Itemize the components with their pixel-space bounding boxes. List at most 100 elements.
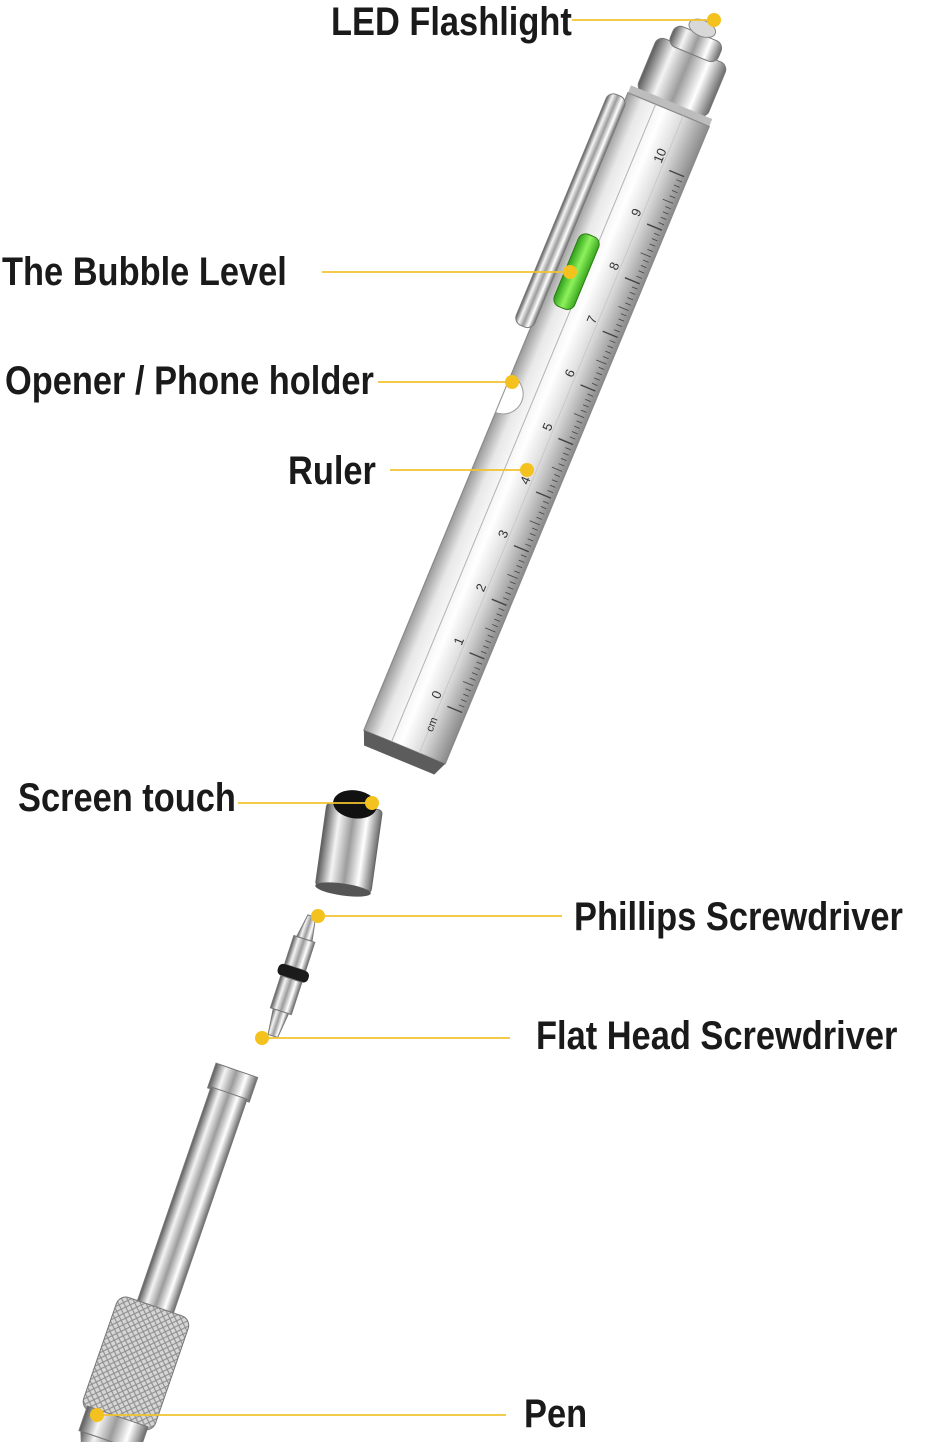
ruler-tick	[624, 277, 640, 285]
ruler-tick	[460, 699, 467, 703]
label-screen-touch: Screen touch	[18, 776, 236, 820]
ruler-tick	[483, 645, 489, 649]
ruler-tick	[529, 532, 536, 537]
ruler-tick	[525, 543, 532, 547]
ruler-tick	[614, 329, 620, 333]
ruler-tick	[671, 190, 678, 194]
ruler-tick	[616, 323, 623, 328]
ruler-tick	[618, 318, 625, 322]
ruler-tick	[598, 366, 605, 370]
ruler-tick	[476, 661, 483, 665]
ruler-tick	[463, 693, 469, 697]
ruler-tick	[485, 627, 496, 633]
ruler-tick	[658, 222, 665, 226]
ruler-tick	[509, 581, 516, 585]
ruler-tick	[582, 404, 589, 408]
ruler-tick	[487, 634, 494, 638]
ruler-tick	[651, 238, 658, 242]
ruler-tick	[629, 291, 636, 295]
label-ruler: Ruler	[288, 449, 376, 493]
ruler-tick	[569, 436, 576, 440]
leader-dot-flat-head-screwdriver	[255, 1031, 269, 1045]
ruler-tick	[474, 666, 481, 670]
ruler-tick	[605, 350, 612, 354]
ruler-tick	[574, 425, 580, 429]
ruler-tick	[447, 705, 463, 714]
label-bubble-level: The Bubble Level	[2, 250, 287, 294]
ruler-tick	[636, 275, 643, 279]
ruler-tick	[527, 538, 534, 542]
ruler-tick	[543, 500, 549, 504]
ruler-tick	[498, 607, 505, 612]
ruler-tick	[627, 297, 634, 301]
ruler-tick	[518, 559, 525, 563]
ruler-tick	[491, 598, 507, 606]
ruler-tick	[580, 409, 587, 413]
ruler-tick	[631, 286, 638, 290]
ruler-tick	[551, 479, 558, 483]
leader-dot-opener-phone-holder	[505, 375, 519, 389]
ruler-tick	[662, 198, 674, 204]
ruler-tick	[465, 688, 472, 692]
ruler-tick	[609, 340, 616, 344]
ruler-tick	[560, 457, 567, 461]
ruler-tick	[480, 650, 487, 654]
ruler-tick	[491, 624, 498, 628]
ruler-tick	[585, 399, 592, 403]
ruler-tick	[576, 420, 583, 424]
ruler-tick	[507, 586, 514, 590]
leader-lines	[90, 13, 721, 1422]
ruler-tick	[536, 516, 543, 520]
ruler-tick	[503, 597, 509, 601]
ruler-tick	[587, 393, 594, 397]
ruler-number: 10	[650, 146, 669, 165]
ruler-tick	[507, 573, 518, 579]
ruler-tick	[625, 302, 631, 306]
ruler-tick	[638, 270, 645, 274]
ruler-tick	[653, 232, 660, 236]
label-led-flashlight: LED Flashlight	[331, 0, 572, 44]
ruler-tick	[662, 211, 669, 215]
ruler-tick	[594, 377, 600, 381]
ruler-tick	[505, 591, 512, 595]
ruler-tick	[458, 704, 465, 708]
ruler-tick	[669, 169, 685, 178]
ruler-tick	[602, 356, 609, 360]
ruler-tick	[496, 613, 503, 617]
ruler-tick	[531, 527, 538, 531]
ruler-tick	[646, 223, 663, 231]
ruler-tick	[558, 437, 574, 446]
label-phillips-screwdriver: Phillips Screwdriver	[574, 895, 903, 939]
ruler-tick	[535, 491, 552, 499]
leader-dot-led-flashlight	[707, 13, 721, 27]
leader-dot-bubble-level	[563, 265, 577, 279]
ruler-tick	[554, 474, 560, 478]
ruler-tick	[660, 216, 667, 220]
leader-dot-ruler	[520, 463, 534, 477]
ruler-tick	[513, 544, 530, 553]
ruler-tick	[520, 554, 527, 558]
pen-shaft	[363, 91, 711, 765]
ruler-tick	[591, 382, 598, 386]
ruler-tick	[669, 195, 676, 199]
ruler-tick	[547, 490, 554, 494]
ruler-tick	[529, 520, 540, 526]
label-pen: Pen	[524, 1392, 588, 1436]
ruler-tick	[565, 447, 572, 451]
ruler-tick	[596, 372, 603, 376]
label-flat-head-screwdriver: Flat Head Screwdriver	[536, 1014, 898, 1058]
pen-tip-section	[78, 1062, 259, 1442]
leader-dot-phillips-screwdriver	[311, 909, 325, 923]
ruler-tick	[558, 463, 565, 467]
ruler-tick	[514, 570, 521, 574]
ruler-tick	[485, 640, 492, 644]
ruler-tick	[573, 413, 585, 419]
ruler-tick	[640, 252, 651, 258]
ruler-tick	[676, 179, 683, 183]
screwdriver-bit	[267, 914, 317, 1039]
ruler-tick	[551, 466, 563, 472]
ruler-tick	[647, 248, 654, 253]
ruler-tick	[580, 384, 596, 392]
